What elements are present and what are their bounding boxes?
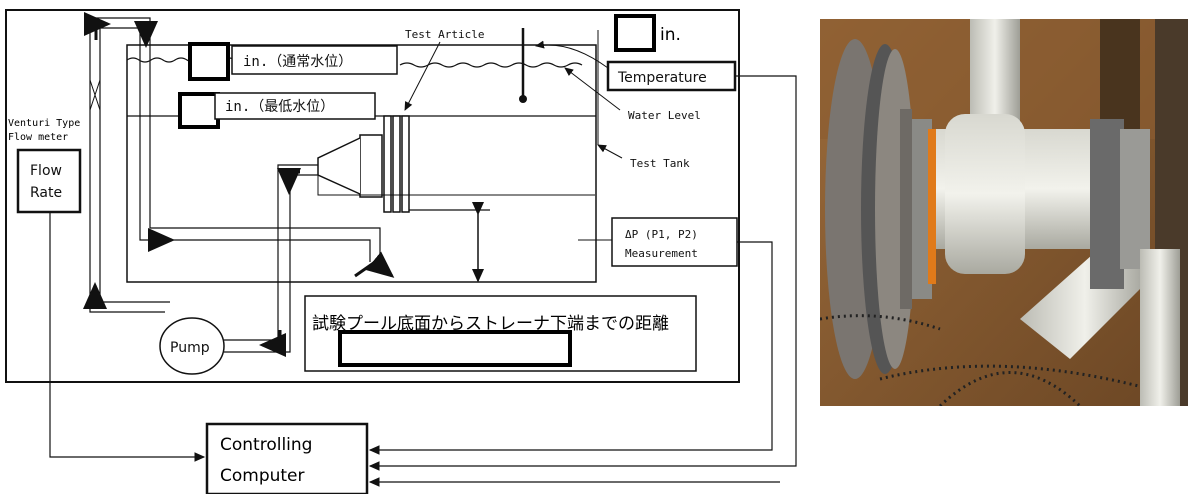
venturi-throat <box>90 80 100 110</box>
test-tank-label: Test Tank <box>630 157 690 170</box>
normal-level-redact <box>190 44 228 79</box>
venturi-label-2: Flow meter <box>8 132 68 143</box>
min-level-label: in.（最低水位） <box>225 99 334 115</box>
suction-cone <box>318 138 360 194</box>
distance-redact <box>340 332 570 365</box>
test-loop-diagram: in.（通常水位） in.（最低水位） in. Test Article Tem… <box>0 0 800 494</box>
strainer-test-photo <box>820 19 1188 406</box>
dp-label-line1: ΔP (P1, P2) <box>625 228 698 241</box>
controlling-computer-line1: Controlling <box>220 435 312 455</box>
min-level-redact <box>180 94 218 127</box>
temperature-label: Temperature <box>617 70 707 86</box>
flow-rate-line2: Rate <box>30 185 62 201</box>
strainer-flange <box>360 135 382 197</box>
return-pipe-inner <box>100 28 140 290</box>
top-level-redact <box>616 16 654 50</box>
strainer-plate-1 <box>384 116 391 212</box>
test-article-label: Test Article <box>405 28 484 41</box>
pump-label: Pump <box>170 340 210 356</box>
strainer-plate-2 <box>393 116 400 212</box>
top-level-unit: in. <box>660 25 681 45</box>
water-level-label: Water Level <box>628 109 701 122</box>
controlling-computer-line2: Computer <box>220 466 305 486</box>
strainer-plate-3 <box>402 116 409 212</box>
return-pipe-outer <box>90 18 150 300</box>
flow-rate-box <box>18 150 80 212</box>
flow-rate-line1: Flow <box>30 163 62 179</box>
dp-label-line2: Measurement <box>625 247 698 260</box>
normal-level-label: in.（通常水位） <box>243 54 352 70</box>
venturi-label-1: Venturi Type <box>8 118 80 129</box>
